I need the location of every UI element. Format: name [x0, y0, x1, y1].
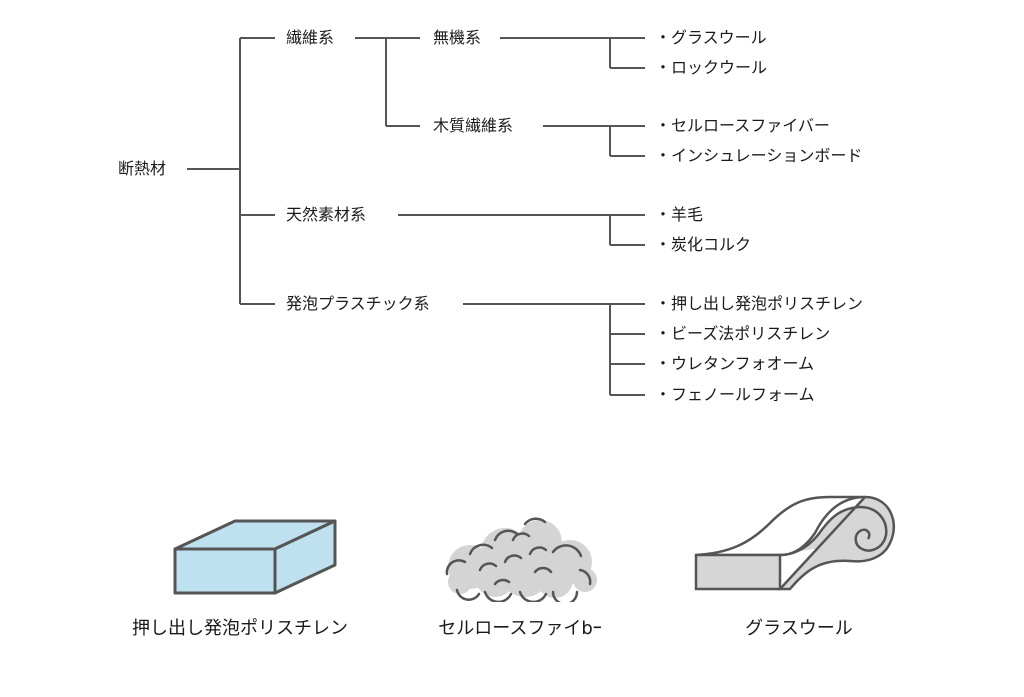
glass-wool-roll-icon — [694, 495, 896, 591]
root-label: 断熱材 — [118, 159, 167, 178]
leaf-item: ・押し出し発泡ポリスチレン — [655, 294, 864, 313]
leaf-item: ・羊毛 — [655, 205, 704, 224]
illustration-caption-cellulose: セルロースファイbｰ — [438, 618, 602, 639]
cellulose-cloud-icon — [445, 517, 597, 602]
subcategory-label-wood-fiber: 木質繊維系 — [433, 116, 514, 135]
leaf-item: ・セルロースファイバー — [655, 116, 830, 135]
leaf-item: ・ロックウール — [655, 58, 768, 77]
leaf-item: ・ビーズ法ポリスチレン — [655, 324, 831, 343]
leaf-item: ・グラスウール — [655, 28, 767, 47]
leaf-item: ・インシュレーションボード — [655, 146, 863, 165]
leaf-item: ・炭化コルク — [655, 235, 752, 254]
subcategory-label-inorganic: 無機系 — [433, 28, 482, 47]
illustration-caption-glass-wool: グラスウール — [745, 618, 853, 639]
foam-board-icon — [173, 519, 337, 595]
leaf-item: ・ウレタンフォオーム — [655, 354, 815, 373]
category-label-natural: 天然素材系 — [286, 205, 367, 224]
category-label-foam-plastic: 発泡プラスチック系 — [286, 294, 430, 313]
category-label-fiber: 繊維系 — [286, 28, 335, 47]
illustration-caption-foam-board: 押し出し発泡ポリスチレン — [132, 618, 348, 639]
leaf-item: ・フェノールフォーム — [655, 385, 815, 404]
